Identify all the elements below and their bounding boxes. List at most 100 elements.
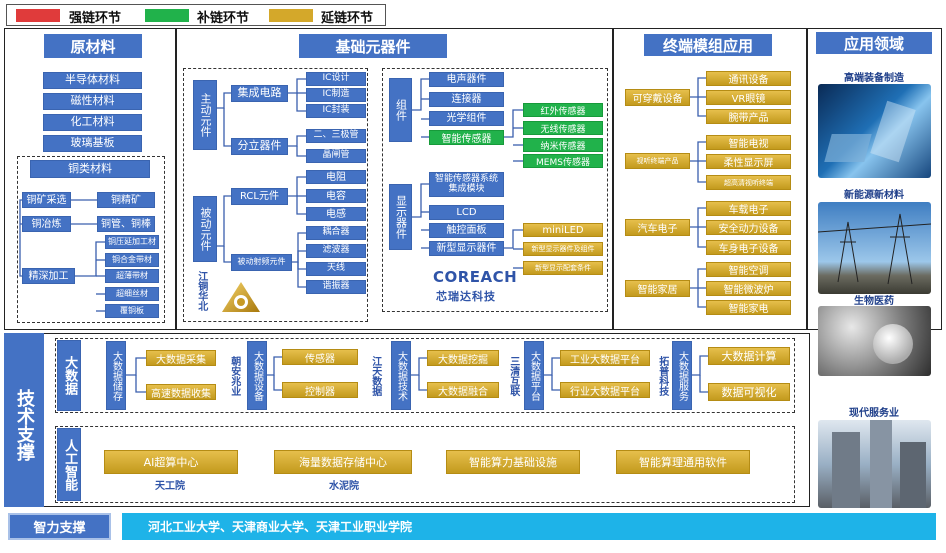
- legend-label-strong: 强链环节: [69, 11, 122, 26]
- legend-label-extend: 延链环节: [321, 11, 374, 26]
- app-label-4: 现代服务业: [849, 408, 899, 419]
- bigdata-service-1: 大数据计算: [708, 347, 790, 365]
- bigdata-service-2: 数据可视化: [708, 383, 790, 401]
- bigdata-box: [55, 338, 795, 413]
- ic-item-3: IC封装: [306, 104, 366, 118]
- display-item-3: 触控面板: [429, 223, 504, 238]
- terminal-item-3-1: 车载电子: [706, 201, 791, 216]
- ai-item-3: 智能算力基础设施: [446, 450, 580, 474]
- bigdata-platform: 大数据平台: [524, 341, 544, 410]
- sensor-item-2: 无线传感器: [523, 121, 603, 135]
- tech-support-title: 技术支撑: [14, 389, 35, 461]
- bigdata-company-3: 三清互联: [507, 356, 519, 396]
- bigdata-service: 大数据服务: [672, 341, 692, 410]
- ai-under-2: 水泥院: [329, 481, 359, 493]
- display-new-1: miniLED: [523, 223, 603, 237]
- terminal-item-1-1: 通讯设备: [706, 71, 791, 86]
- support-bar: 河北工业大学、天津商业大学、天津工业职业学院: [122, 513, 936, 540]
- sensor-item-3: 纳米传感器: [523, 138, 603, 152]
- terminal-item-2-2: 柔性显示屏: [706, 154, 791, 169]
- ai-item-4: 智能算理通用软件: [616, 450, 750, 474]
- tech-support-label-box: [4, 333, 44, 507]
- ic-item-2: IC制造: [306, 88, 366, 102]
- module-item-1: 电声器件: [429, 72, 504, 87]
- rcl-label: RCL元件: [231, 188, 288, 205]
- copper-smelting: 铜冶炼: [22, 216, 71, 232]
- bigdata-company-1: 朝安兆业: [228, 356, 240, 396]
- support-label-box: 智力支撑: [8, 513, 111, 540]
- copper-product-4: 超细丝材: [105, 287, 159, 301]
- app-label-3: 生物医药: [854, 296, 894, 307]
- raw-item-semiconductor: 半导体材料: [43, 72, 142, 89]
- ai-item-1: AI超算中心: [104, 450, 238, 474]
- copper-box: [17, 156, 165, 323]
- app-image-manufacturing: [818, 84, 931, 178]
- terminal-item-4-1: 智能空调: [706, 262, 791, 277]
- terminal-item-2-1: 智能电视: [706, 135, 791, 150]
- ic-label: 集成电路: [231, 85, 288, 102]
- active-passive-box: [183, 68, 368, 322]
- active-label: 主动元件: [193, 80, 217, 150]
- terminal-item-3-3: 车身电子设备: [706, 240, 791, 255]
- display-item-2: LCD: [429, 205, 504, 220]
- bigdata-tech-2: 大数据融合: [427, 382, 499, 398]
- sensor-item-4: MEMS传感器: [523, 154, 603, 168]
- copper-product-1: 铜压延加工材: [105, 235, 159, 249]
- raw-item-magnetic: 磁性材料: [43, 93, 142, 110]
- module-item-2: 连接器: [429, 92, 504, 107]
- terminal-group-4: 智能家居: [625, 280, 690, 297]
- copper-company-label: 江铜华北: [195, 271, 207, 311]
- terminal-item-4-3: 智能家电: [706, 300, 791, 315]
- rf-item-3: 天线: [306, 262, 366, 276]
- legend-label-supplement: 补链环节: [197, 11, 250, 26]
- display-new-3: 新型显示配套条件: [523, 261, 603, 275]
- terminal-item-2-3: 超高清视听终端: [706, 175, 791, 190]
- copper-product-5: 覆铜板: [105, 304, 159, 318]
- rf-item-1: 耦合器: [306, 226, 366, 240]
- raw-item-glass: 玻璃基板: [43, 135, 142, 152]
- bigdata-company-2: 江天数据: [369, 356, 381, 396]
- discrete-label: 分立器件: [231, 138, 288, 155]
- terminal-group-2: 视听终端产品: [625, 153, 690, 169]
- industry-chain-frame: [4, 28, 942, 330]
- bigdata-device: 大数据设备: [247, 341, 267, 410]
- display-item-1: 智能传感器系统集成模块: [429, 172, 504, 197]
- divider-3: [806, 29, 808, 329]
- divider-2: [612, 29, 614, 329]
- bigdata-platform-1: 工业大数据平台: [560, 350, 650, 366]
- ai-box: [55, 426, 795, 503]
- module-display-box: [382, 68, 608, 312]
- rcl-item-3: 电感: [306, 207, 366, 221]
- divider-1: [175, 29, 177, 329]
- rcl-item-1: 电阻: [306, 170, 366, 184]
- raw-materials-title: 原材料: [44, 34, 142, 58]
- copper-product-3: 超薄带材: [105, 269, 159, 283]
- copper-title: 铜类材料: [30, 160, 150, 178]
- bigdata-label: 大数据: [57, 340, 81, 411]
- coreach-logo: COREACH: [433, 268, 518, 286]
- app-label-1: 高端装备制造: [844, 73, 904, 84]
- copper-pipe: 铜管、铜棒: [97, 216, 155, 232]
- bigdata-tech-1: 大数据挖掘: [427, 350, 499, 366]
- support-label: 智力支撑: [33, 521, 86, 536]
- legend-swatch-extend: [269, 9, 313, 22]
- app-title: 应用领域: [816, 32, 932, 54]
- module-label: 组件: [389, 78, 412, 142]
- raw-item-chemical: 化工材料: [43, 114, 142, 131]
- passive-label: 被动元件: [193, 196, 217, 262]
- terminal-item-4-2: 智能微波炉: [706, 281, 791, 296]
- bigdata-storage-1: 大数据采集: [146, 350, 216, 366]
- discrete-item-2: 晶闸管: [306, 149, 366, 163]
- app-label-2: 新能源新材料: [844, 190, 904, 201]
- ai-item-2: 海量数据存储中心: [274, 450, 412, 474]
- terminal-group-1: 可穿戴设备: [625, 89, 690, 106]
- display-label: 显示器件: [389, 184, 412, 250]
- display-new-2: 新型显示器件及组件: [523, 242, 603, 256]
- ic-item-1: IC设计: [306, 72, 366, 86]
- copper-product-2: 铜合金带材: [105, 253, 159, 267]
- ai-label: 人工智能: [57, 428, 81, 501]
- bigdata-storage-2: 高速数据收集: [146, 384, 216, 400]
- terminal-item-3-2: 安全动力设备: [706, 220, 791, 235]
- ai-under-1: 天工院: [155, 481, 185, 493]
- terminal-title: 终端模组应用: [644, 34, 772, 56]
